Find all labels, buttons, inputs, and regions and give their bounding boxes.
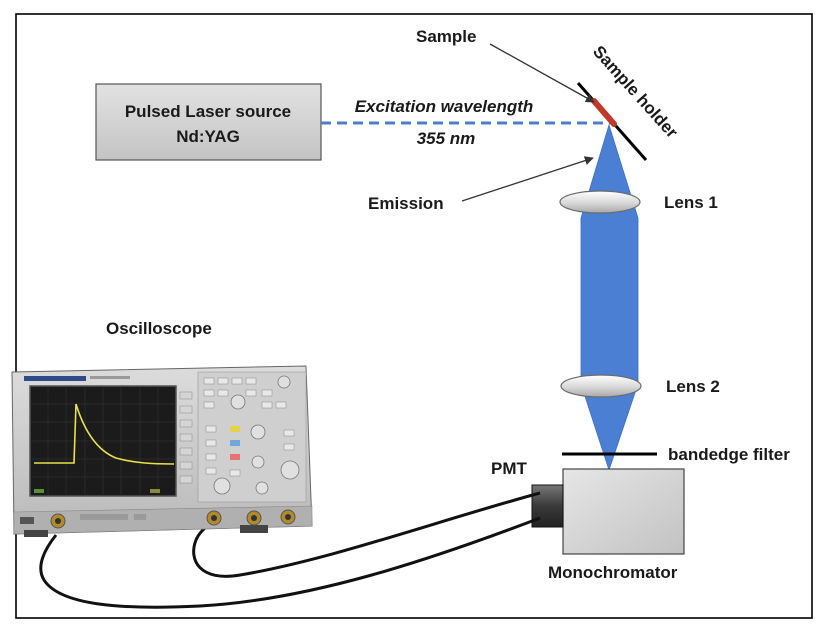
oscilloscope-label: Oscilloscope: [106, 319, 212, 338]
figure-border: [15, 13, 813, 619]
lens-1-label: Lens 1: [664, 193, 718, 212]
pmt-label: PMT: [491, 459, 528, 478]
sample-arrow: [489, 43, 595, 103]
cable-1: [192, 491, 541, 578]
emission-arrow: [461, 156, 594, 202]
sample-holder-label: Sample holder: [589, 42, 682, 142]
lens-1: [559, 190, 641, 214]
emission-label: Emission: [368, 194, 444, 213]
sample-label: Sample: [416, 27, 476, 46]
emission-beam: [580, 123, 639, 472]
cable-2: [39, 516, 541, 609]
laser-source-label-line1: Pulsed Laser source: [125, 102, 291, 121]
sample: [591, 98, 617, 127]
decay-trace: [34, 403, 175, 465]
monochromator-label: Monochromator: [548, 563, 678, 582]
excitation-wavelength-value: 355 nm: [417, 129, 476, 148]
bandedge-filter-label: bandedge filter: [668, 445, 790, 464]
oscilloscope: [11, 365, 313, 537]
lens-2-label: Lens 2: [666, 377, 720, 396]
lens-2: [560, 374, 642, 398]
excitation-wavelength-label: Excitation wavelength: [355, 97, 534, 116]
laser-source-box: Pulsed Laser source Nd:YAG: [95, 83, 322, 161]
laser-source-label-line2: Nd:YAG: [176, 127, 240, 146]
monochromator: [562, 468, 685, 555]
